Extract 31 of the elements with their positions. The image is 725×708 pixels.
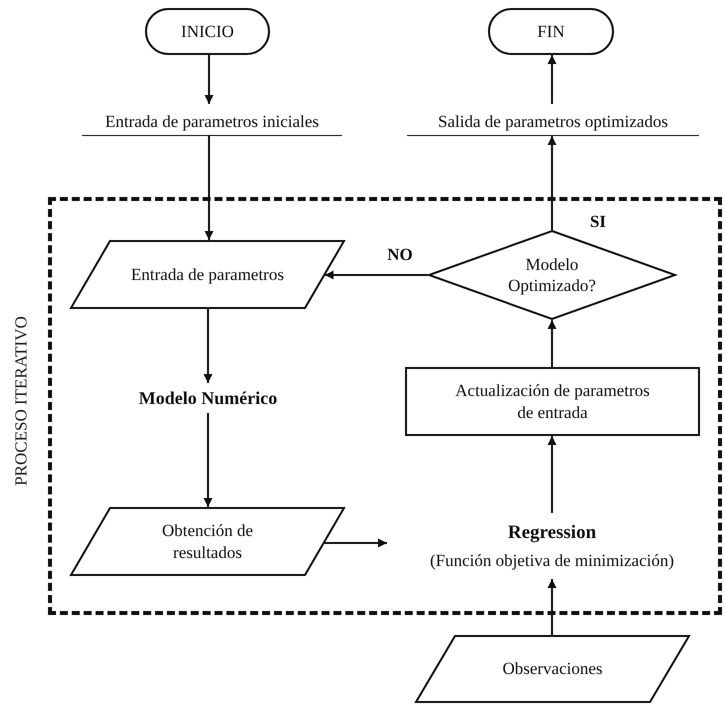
terminal-pill xyxy=(145,8,270,55)
arrow xyxy=(324,270,428,280)
arrow xyxy=(548,55,556,104)
arrow xyxy=(324,538,387,548)
arrow xyxy=(548,579,556,635)
node-label: Modelo Numérico xyxy=(138,386,278,410)
arrow xyxy=(548,136,556,230)
decision-diamond xyxy=(428,230,676,320)
node-label: INICIO xyxy=(180,20,235,42)
process-box xyxy=(405,367,700,436)
node-subtitle: (Función objetiva de minimización) xyxy=(428,550,676,572)
node-label: Actualización de parametros de entrada xyxy=(454,380,651,423)
arrow xyxy=(204,55,214,104)
group-heading: PROCESO ITERATIVO xyxy=(10,316,32,486)
input-output-parallelogram xyxy=(70,507,345,576)
input-output-parallelogram xyxy=(70,240,345,309)
node-label: Obtención de resultados xyxy=(160,520,254,563)
arrow xyxy=(204,136,214,240)
node-label: Regression xyxy=(506,520,598,544)
arrow xyxy=(548,436,556,513)
node-label: Modelo Optimizado? xyxy=(507,254,597,296)
node-label: Salida de parametros optimizados xyxy=(437,110,669,132)
node-label: FIN xyxy=(536,20,566,42)
node-label: Entrada de parametros iniciales xyxy=(104,110,320,132)
node-label: Entrada de parametros xyxy=(130,264,285,286)
arrow xyxy=(548,320,556,367)
arrow xyxy=(204,309,212,383)
terminal-pill xyxy=(488,8,614,55)
node-label: Observaciones xyxy=(501,658,604,680)
arrow xyxy=(204,413,212,507)
input-output-parallelogram xyxy=(415,635,690,703)
